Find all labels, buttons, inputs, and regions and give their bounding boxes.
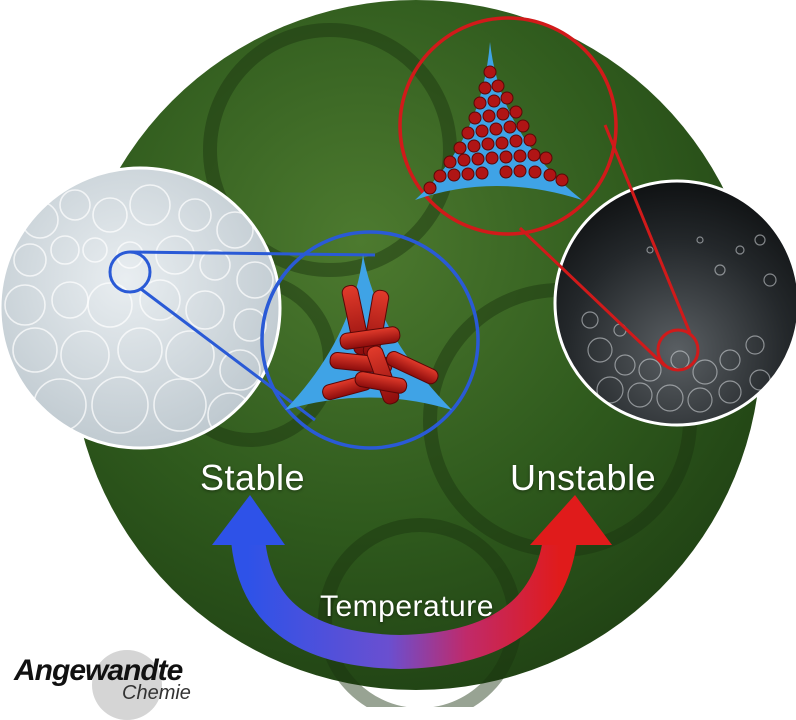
sphere-particles-inset xyxy=(398,16,618,236)
arrow-head-stable xyxy=(212,495,285,545)
unstable-zoom-connector xyxy=(518,124,700,372)
unstable-label: Unstable xyxy=(510,457,657,498)
temperature-arrow xyxy=(212,495,612,670)
rod-particles-inset xyxy=(260,230,480,450)
logo-sub-text: Chemie xyxy=(122,682,191,704)
journal-logo: Angewandte Chemie xyxy=(0,650,240,720)
foam-photo-unstable xyxy=(553,179,796,427)
stable-zoom-connector xyxy=(108,250,376,422)
temperature-label: Temperature xyxy=(320,590,494,623)
stable-label: Stable xyxy=(200,457,306,498)
logo-main-text: Angewandte xyxy=(14,654,183,687)
foam-photo-stable xyxy=(0,166,282,450)
arrow-head-unstable xyxy=(530,495,612,545)
